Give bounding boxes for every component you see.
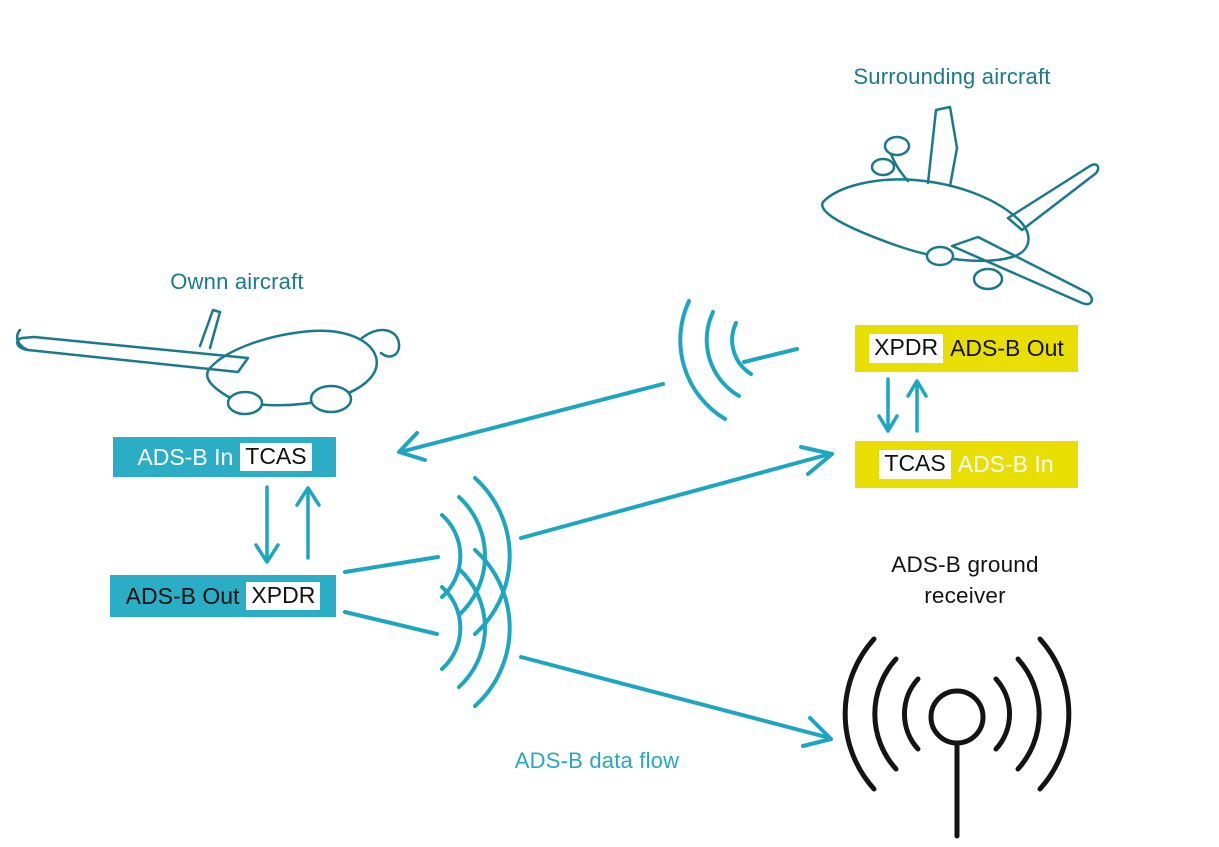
own-tcas-chip: TCAS: [240, 442, 312, 472]
surrounding-tcas-chip: TCAS: [879, 450, 951, 479]
arrow-head: [295, 486, 321, 507]
own-aircraft-tail-fin: [198, 308, 222, 350]
antenna-head: [928, 688, 986, 746]
own-adsb-in-box: ADS-B In TCAS: [113, 437, 336, 477]
wave-arc: [457, 567, 487, 689]
own-aircraft-outline: [15, 308, 401, 416]
surrounding-adsb-out-label: ADS-B Out: [950, 335, 1064, 361]
own-aircraft-engine: [309, 384, 353, 414]
surrounding-adsb-in-label: ADS-B In: [957, 451, 1054, 477]
arrow-line: [519, 655, 828, 739]
own-adsb-in-label: ADS-B In: [137, 443, 234, 470]
antenna-wave-left: [902, 676, 921, 752]
surrounding-aircraft-label: Surrounding aircraft: [853, 64, 1051, 89]
arrow-surrounding-to-own: [397, 347, 799, 462]
own-aircraft-engine: [226, 390, 264, 416]
own-aircraft-fuselage: [205, 329, 378, 407]
arrow-own-to-ground: [519, 655, 833, 748]
surrounding-aircraft-outline: [821, 105, 1100, 306]
arrow-head: [801, 716, 833, 748]
own-adsb-out-box: ADS-B Out XPDR: [110, 575, 336, 617]
ground-receiver-label-line1: ADS-B ground: [891, 552, 1039, 577]
antenna-wave-left: [842, 636, 877, 792]
surrounding-aircraft-tail-fin: [926, 105, 959, 188]
own-aircraft-winglet-near: [360, 328, 401, 358]
arrow-head: [799, 445, 834, 476]
wave-feed-line: [343, 555, 440, 574]
wave-feed-line: [343, 610, 439, 636]
ground-receiver-label: ADS-B ground receiver: [845, 549, 1085, 611]
arrows-own-in-out: [254, 485, 321, 564]
own-aircraft-wing: [15, 335, 250, 374]
arrow-line: [519, 453, 828, 540]
ground-receiver-label-line2: receiver: [924, 583, 1006, 608]
surrounding-xpdr-chip: XPDR: [869, 334, 944, 363]
own-aircraft-winglet-far: [16, 328, 30, 352]
data-flow-label: ADS-B data flow: [514, 748, 680, 773]
ground-antenna-icon: [842, 636, 1072, 839]
arrow-line: [402, 382, 665, 453]
wave-arc: [440, 585, 463, 671]
antenna-wave-right: [1037, 636, 1072, 792]
own-xpdr-chip: XPDR: [246, 581, 321, 611]
surrounding-aircraft-fuselage: [821, 178, 1030, 263]
radio-wave-icon: [343, 476, 512, 708]
surrounding-aircraft-near-wing: [950, 235, 1094, 306]
arrow-line: [742, 347, 799, 364]
wave-arc: [473, 548, 512, 708]
surrounding-aircraft-engine: [972, 267, 1004, 291]
surrounding-aircraft-engine: [925, 245, 955, 267]
antenna-wave-right: [993, 676, 1012, 752]
wave-arc: [457, 495, 487, 617]
arrow-head: [906, 379, 928, 398]
wave-arc: [678, 299, 727, 421]
data-flow-arrows: [254, 299, 928, 748]
surrounding-adsb-in-box: TCAS ADS-B In: [855, 441, 1078, 488]
radio-wave-icon: [678, 299, 753, 421]
surrounding-aircraft-engine: [870, 157, 896, 177]
wave-arc: [730, 321, 753, 376]
arrows-surrounding-in-out: [877, 377, 928, 433]
wave-arc: [440, 513, 463, 599]
own-adsb-out-label: ADS-B Out: [125, 582, 240, 609]
antenna-wave-right: [1015, 656, 1042, 772]
arrow-head: [397, 431, 427, 462]
surrounding-adsb-out-box: XPDR ADS-B Out: [855, 325, 1078, 372]
wave-arc: [473, 476, 512, 636]
antenna-wave-left: [872, 656, 899, 772]
surrounding-aircraft-engine: [883, 135, 911, 157]
own-aircraft-label: Ownn aircraft: [170, 269, 304, 294]
arrow-head: [254, 543, 280, 564]
arrow-head: [877, 414, 899, 433]
surrounding-aircraft-stabilizer: [1006, 163, 1100, 232]
arrow-own-to-surrounding: [519, 445, 834, 540]
wave-arc: [704, 310, 741, 398]
